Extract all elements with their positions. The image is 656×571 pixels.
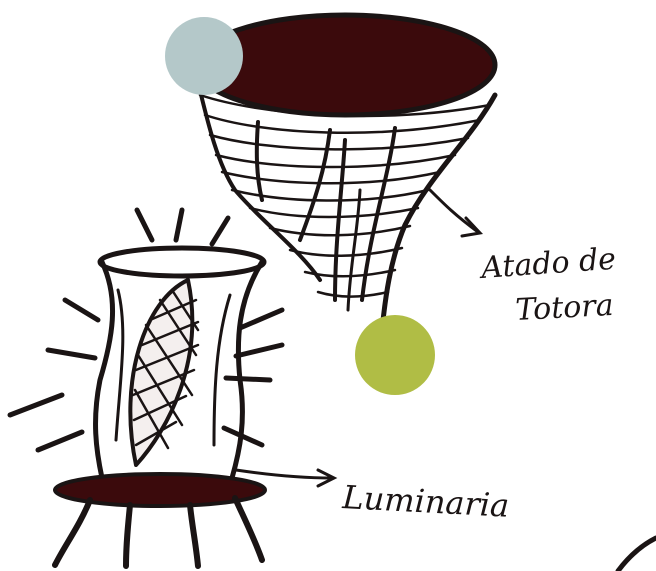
lamp-left-side xyxy=(96,262,113,478)
lamp-leg-left xyxy=(55,500,90,565)
bundle-label-line1: Atado de xyxy=(477,242,617,287)
olive-dot xyxy=(355,315,435,395)
blue-gray-dot xyxy=(165,17,243,95)
lamp-leg-mid-left xyxy=(126,505,130,566)
lamp-leg-right xyxy=(235,498,262,560)
lamp-leg-mid-right xyxy=(190,505,198,566)
bundle-label-line2: Totora xyxy=(515,288,615,328)
luminaria-drawing xyxy=(10,210,282,566)
lamp-label: Luminaria xyxy=(341,478,510,525)
bundle-arrow xyxy=(430,190,480,236)
lamp-top-rim xyxy=(100,248,264,276)
corner-stroke xyxy=(618,538,656,571)
